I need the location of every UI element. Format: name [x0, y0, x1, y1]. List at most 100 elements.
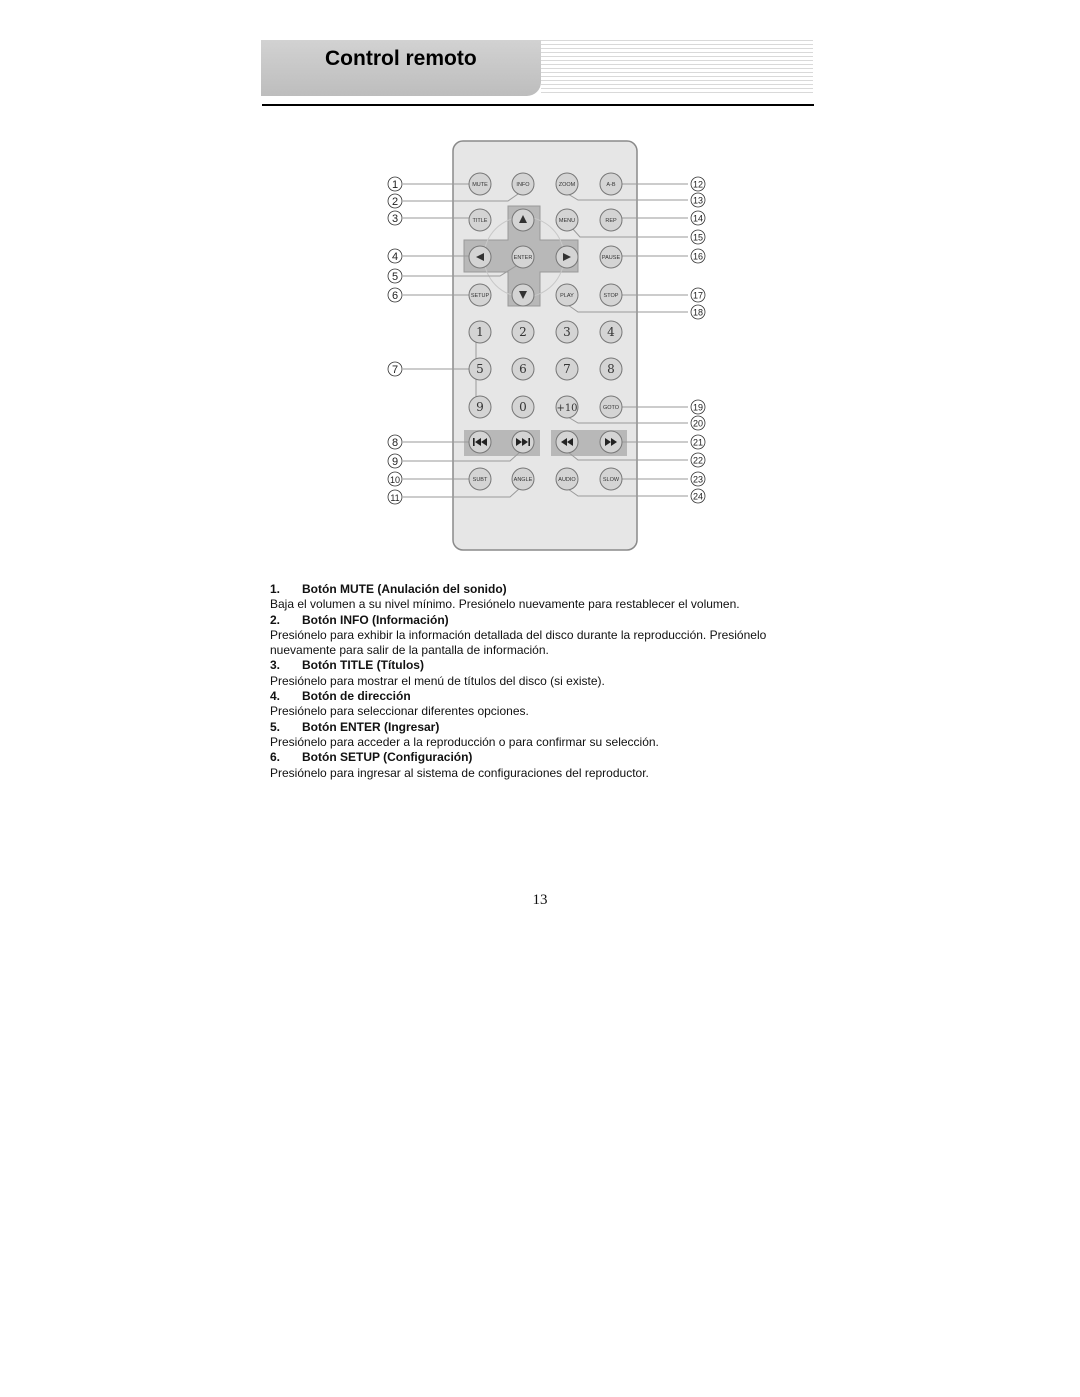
info-button[interactable]: INFO: [511, 172, 535, 196]
number-0-button[interactable]: 0: [511, 395, 535, 419]
up-button[interactable]: [511, 208, 535, 232]
svg-text:9: 9: [476, 400, 484, 414]
mute-button[interactable]: MUTE: [468, 172, 492, 196]
description-item: 4. Botón de dirección Presiónelo para se…: [270, 689, 815, 720]
prev-button[interactable]: [468, 430, 492, 454]
header-rule: [262, 104, 814, 106]
callout-19: 19: [693, 403, 703, 413]
svg-text:ENTER: ENTER: [514, 255, 533, 261]
callout-10: 10: [390, 475, 400, 485]
fast-forward-icon: [605, 438, 617, 446]
number-3-button[interactable]: 3: [555, 320, 579, 344]
callout-1: 1: [392, 179, 398, 191]
arrow-right-icon: [563, 253, 571, 261]
left-button[interactable]: [468, 245, 492, 269]
description-number: 1.: [270, 582, 281, 596]
number-6-button[interactable]: 6: [511, 357, 535, 381]
rep-button[interactable]: REP: [599, 208, 623, 232]
callout-9: 9: [392, 456, 398, 468]
callout-7: 7: [392, 364, 398, 376]
subt-button[interactable]: SUBT: [468, 467, 492, 491]
callout-4: 4: [392, 251, 398, 263]
description-title: Botón de dirección: [302, 689, 411, 704]
number-7-button[interactable]: 7: [555, 357, 579, 381]
svg-text:8: 8: [607, 362, 615, 376]
description-heading: 6. Botón SETUP (Configuración): [270, 750, 815, 765]
goto-button[interactable]: GOTO: [599, 395, 623, 419]
stop-button[interactable]: STOP: [599, 283, 623, 307]
callout-13: 13: [693, 196, 703, 206]
description-text: Presiónelo para seleccionar diferentes o…: [270, 704, 529, 719]
callout-15: 15: [693, 233, 703, 243]
svg-text:6: 6: [519, 362, 527, 376]
arrow-down-icon: [519, 291, 527, 299]
description-heading: 4. Botón de dirección: [270, 689, 815, 704]
remote-control-diagram: MUTE INFO ZOOM A-B TITLE MENU REP ENTER …: [387, 140, 706, 551]
callout-14: 14: [693, 214, 703, 224]
callouts-right-labels: 12 13 14 15 16 17 18 19 20 21 22 23 24: [693, 180, 703, 502]
down-button[interactable]: [511, 283, 535, 307]
audio-button[interactable]: AUDIO: [555, 467, 579, 491]
svg-text:3: 3: [563, 325, 571, 339]
svg-text:A-B: A-B: [606, 182, 616, 188]
rewind-button[interactable]: [555, 430, 579, 454]
callout-21: 21: [693, 438, 703, 448]
description-text: Presiónelo para ingresar al sistema de c…: [270, 765, 649, 780]
callout-2: 2: [392, 196, 398, 208]
description-title: Botón MUTE (Anulación del sonido): [302, 582, 507, 596]
plus10-button[interactable]: +10: [555, 395, 579, 419]
zoom-button[interactable]: ZOOM: [555, 172, 579, 196]
right-button[interactable]: [555, 245, 579, 269]
svg-text:ZOOM: ZOOM: [559, 182, 576, 188]
svg-text:1: 1: [476, 325, 484, 339]
setup-button[interactable]: SETUP: [468, 283, 492, 307]
number-1-button[interactable]: 1: [468, 320, 492, 344]
callout-24: 24: [693, 492, 703, 502]
svg-text:SLOW: SLOW: [603, 477, 620, 483]
menu-button[interactable]: MENU: [555, 208, 579, 232]
arrow-up-icon: [519, 215, 527, 223]
slow-button[interactable]: SLOW: [599, 467, 623, 491]
svg-text:STOP: STOP: [604, 293, 619, 299]
fast-forward-button[interactable]: [599, 430, 623, 454]
number-5-button[interactable]: 5: [468, 357, 492, 381]
svg-text:SUBT: SUBT: [473, 477, 488, 483]
description-item: 5. Botón ENTER (Ingresar) Presiónelo par…: [270, 720, 815, 751]
number-8-button[interactable]: 8: [599, 357, 623, 381]
header-tab: [261, 40, 541, 96]
svg-text:REP: REP: [605, 218, 617, 224]
rewind-icon: [561, 438, 573, 446]
description-text: Presiónelo para exhibir la información d…: [270, 627, 767, 658]
callout-22: 22: [693, 456, 703, 466]
callout-8: 8: [392, 437, 398, 449]
description-item: 2. Botón INFO (Información) Presiónelo p…: [270, 613, 815, 659]
svg-text:PAUSE: PAUSE: [602, 255, 621, 261]
svg-text:+10: +10: [556, 403, 577, 414]
skip-previous-icon: [473, 438, 487, 446]
number-2-button[interactable]: 2: [511, 320, 535, 344]
description-item: 1. Botón MUTE (Anulación del sonido) Baj…: [270, 582, 815, 613]
callouts-left-labels: 1 2 3 4 5 6 7 8 9 10 11: [390, 179, 400, 503]
ab-button[interactable]: A-B: [599, 172, 623, 196]
callout-lines: [403, 183, 688, 498]
enter-button[interactable]: ENTER: [511, 245, 535, 269]
number-9-button[interactable]: 9: [468, 395, 492, 419]
description-item: 3. Botón TITLE (Títulos) Presiónelo para…: [270, 658, 815, 689]
description-number: 2.: [270, 612, 281, 627]
header-stripes: [541, 40, 813, 96]
description-heading: 2. Botón INFO (Información): [270, 613, 815, 628]
description-heading: 5. Botón ENTER (Ingresar): [270, 720, 815, 735]
next-button[interactable]: [511, 430, 535, 454]
title-button[interactable]: TITLE: [468, 208, 492, 232]
description-item: 6. Botón SETUP (Configuración) Presiónel…: [270, 750, 815, 781]
play-button[interactable]: PLAY: [555, 283, 579, 307]
pause-button[interactable]: PAUSE: [599, 245, 623, 269]
angle-button[interactable]: ANGLE: [511, 467, 535, 491]
description-text: Presiónelo para mostrar el menú de títul…: [270, 673, 605, 688]
number-4-button[interactable]: 4: [599, 320, 623, 344]
callout-20: 20: [693, 419, 703, 429]
svg-text:ANGLE: ANGLE: [514, 477, 533, 483]
svg-text:MENU: MENU: [559, 218, 575, 224]
callouts-right: [690, 176, 706, 504]
callouts-left: [387, 176, 403, 505]
